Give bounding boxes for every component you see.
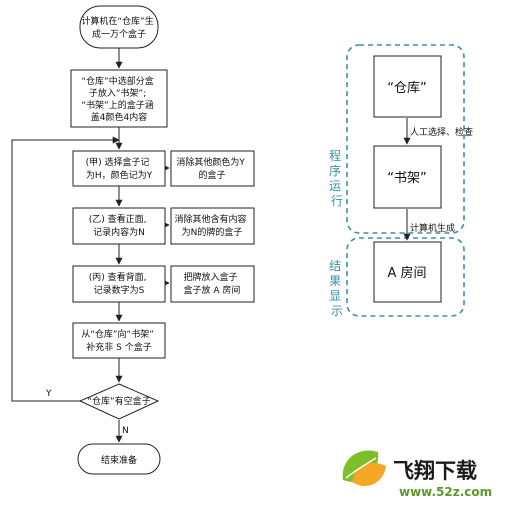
leaf-icon	[342, 450, 386, 487]
result-display-label: 结 果 显 示	[329, 259, 345, 318]
end-node	[77, 443, 161, 475]
refill-box	[72, 322, 166, 359]
program-run-label: 程 序 运 行	[329, 148, 345, 208]
program-run-group	[346, 44, 465, 234]
end-text: 结束准备	[101, 454, 137, 466]
step-a-text: (甲) 选择盒子记 为H，颜色记为Y	[86, 156, 153, 181]
arrow2-label: 计算机生成	[410, 222, 455, 234]
start-text: 计算机在“仓库”生 成一万个盒子	[81, 15, 156, 40]
refill-text: 从“仓库”向“书架” 补充非 S 个盒子	[81, 328, 157, 353]
step-c-text: (丙) 查看背面, 记录数字为S	[89, 271, 150, 296]
loop-back-arrow	[11, 136, 120, 402]
decision-diamond	[78, 383, 160, 420]
step-c-side-text: 把牌放入盒子 盒子放 A 房间	[184, 271, 241, 296]
no-label: N	[122, 426, 129, 436]
start-node	[79, 5, 159, 49]
watermark: 飞翔下载 www.52z.com	[342, 450, 492, 499]
arrow1-label: 人工选择、检查	[410, 126, 473, 138]
room-label: A 房间	[387, 265, 426, 281]
brand-url: www.52z.com	[399, 485, 492, 499]
room-box	[373, 241, 442, 303]
step-a-side-text: 消除其他颜色为Y 的盒子	[176, 156, 247, 181]
step-a-box	[72, 150, 166, 187]
warehouse-label: “仓库”	[387, 80, 426, 96]
step-b-side-text: 消除其他含有内容 为N的牌的盒子	[175, 213, 250, 238]
step-b-side-box	[170, 207, 255, 245]
brand-text: 飞翔下载	[393, 459, 477, 483]
step-b-text: (乙) 查看正面, 记录内容为N	[89, 213, 150, 238]
bookshelf-box	[373, 145, 442, 209]
setup-box	[70, 69, 168, 128]
setup-text: “仓库”中选部分盒 子放入“书架”; “书架”上的盒子涵 盖4颜色4内容	[81, 75, 156, 123]
step-b-box	[72, 207, 166, 245]
right-diagram	[346, 44, 465, 317]
warehouse-box	[373, 55, 442, 118]
step-a-side-box	[170, 150, 255, 187]
yes-label: Y	[45, 389, 52, 399]
step-c-box	[72, 265, 166, 303]
decision-text: “仓库”有空盒子	[87, 395, 150, 407]
bookshelf-label: “书架”	[387, 171, 426, 186]
flowchart	[11, 5, 255, 475]
step-c-side-box	[170, 265, 255, 303]
